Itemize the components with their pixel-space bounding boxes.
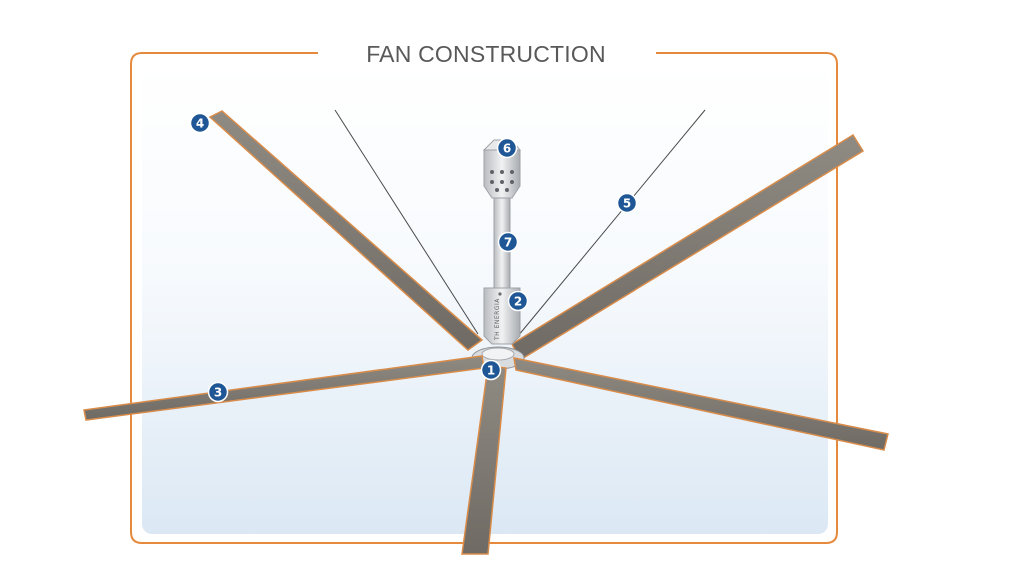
callout-badge-5: 5 (616, 192, 638, 214)
fan-blade-upper-left (208, 110, 484, 351)
callout-number: 1 (487, 364, 495, 378)
fan-blade-right (513, 357, 889, 451)
diagram-title: FAN CONSTRUCTION (318, 38, 654, 70)
suspension-wire-right (517, 109, 706, 337)
callout-badge-1: 1 (480, 359, 502, 381)
suspension-wire-left (334, 109, 479, 335)
callout-badge-6: 6 (496, 137, 518, 159)
callout-badge-3: 3 (207, 381, 229, 403)
callout-number: 2 (514, 295, 522, 309)
callout-number: 3 (214, 386, 222, 400)
callout-badge-2: 2 (507, 290, 529, 312)
callout-number: 7 (504, 236, 512, 250)
callout-badge-4: 4 (189, 112, 211, 134)
callout-number: 5 (623, 197, 631, 211)
callout-number: 4 (196, 117, 204, 131)
brand-label: TH ENERGIA (494, 298, 501, 341)
callout-number: 6 (503, 142, 511, 156)
callout-badge-7: 7 (497, 231, 519, 253)
